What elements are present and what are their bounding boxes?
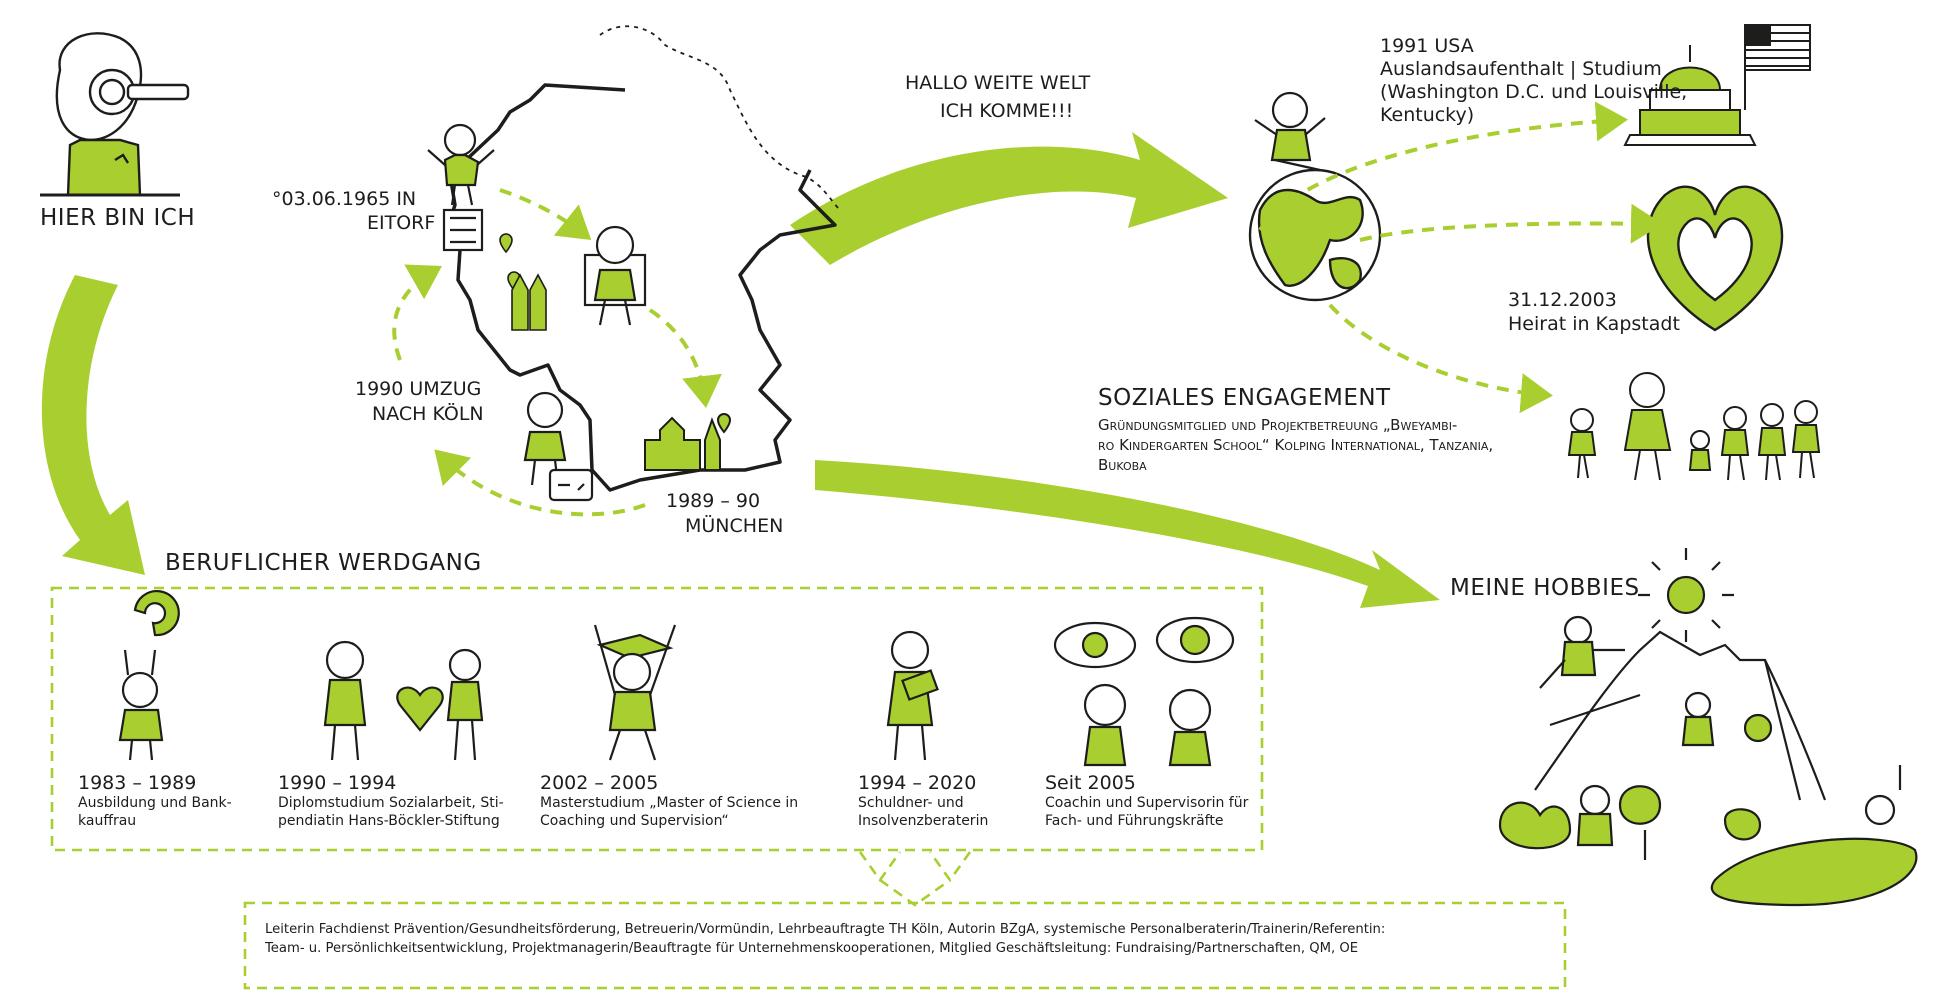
children-group-figures [1567,372,1821,481]
career-year-4: 1994 – 2020 [858,772,977,794]
career-box [50,586,1567,990]
arrow-to-world [790,132,1228,265]
arrow-to-hobbies [815,460,1440,608]
social-line3: Bukoba [1098,456,1147,474]
birth-place: EITORF [367,212,436,234]
cologne-figure-suitcase [523,391,594,502]
denmark-border [599,25,841,211]
germany-route [392,188,722,517]
wedding-place: Heirat in Kapstadt [1508,313,1680,335]
career-item-1: 1983 – 1989 Ausbildung und Bank- kauffra… [78,772,232,830]
munich-years: 1989 – 90 [666,490,761,512]
career-desc-1a: Ausbildung und Bank- [78,795,232,811]
career-desc-2a: Diplomstudium Sozialarbeit, Sti- [278,795,504,811]
munich-building-icon [644,413,732,471]
usa-text: 1991 USA Auslandsaufenthalt | Studium (W… [1380,35,1687,127]
traveler-figure [1254,91,1326,172]
career-title: BERUFLICHER WERDGANG [165,550,482,576]
wedding-text: 31.12.2003 Heirat in Kapstadt [1508,288,1680,336]
career-desc-4a: Schuldner- und [858,795,964,811]
career-summary-line1: Leiterin Fachdienst Prävention/Gesundhei… [265,922,1386,937]
career-desc-5a: Coachin und Supervisorin für [1045,795,1249,811]
munich-girl-figure [583,225,647,326]
usa-line4: Kentucky) [1380,104,1475,126]
capitol-icon [1623,45,1757,146]
career-figure-debt [886,630,939,761]
move-cologne-line2: NACH KÖLN [372,403,484,425]
career-summary-line2: Team- u. Persönlichkeitsentwicklung, Pro… [265,941,1359,956]
world-line1: HALLO WEITE WELT [905,72,1091,94]
world-arrows [1258,101,1663,414]
hiker-figure [1681,691,1773,747]
social-text: Gründungsmitglied und Projektbetreuung „… [1098,415,1493,475]
world-line2: ICH KOMME!!! [940,100,1074,122]
career-figure-bank [118,590,180,761]
social-title: SOZIALES ENGAGEMENT [1098,385,1391,411]
career-item-2: 1990 – 1994 Diplomstudium Sozialarbeit, … [278,772,504,830]
move-cologne-line1: 1990 UMZUG [355,378,482,400]
career-item-4: 1994 – 2020 Schuldner- und Insolvenzbera… [858,772,988,830]
career-figure-social [323,640,484,761]
career-item-3: 2002 – 2005 Masterstudium „Master of Sci… [540,772,798,830]
career-year-5: Seit 2005 [1045,772,1136,794]
social-line2: ro Kindergarten School“ Kolping Internat… [1098,436,1494,454]
birth-figure [427,123,495,252]
career-year-3: 2002 – 2005 [540,772,659,794]
career-desc-3a: Masterstudium „Master of Science in [540,795,799,811]
career-desc-4b: Insolvenzberaterin [858,813,989,829]
career-summary: Leiterin Fachdienst Prävention/Gesundhei… [265,920,1385,958]
usa-line3: (Washington D.C. und Louisville, [1380,81,1688,103]
germany-map [443,83,837,492]
self-portrait-figure [40,32,190,197]
career-figure-coach [1053,616,1235,767]
munich-city: MÜNCHEN [685,515,784,537]
globe-icon [1248,168,1382,302]
usa-line2: Auslandsaufenthalt | Studium [1380,58,1662,80]
garden-scene [1498,784,1762,860]
sun-icon [1638,548,1734,642]
career-item-5: Seit 2005 Coachin und Supervisorin für F… [1045,772,1248,830]
usa-line1: 1991 USA [1380,35,1474,57]
career-year-2: 1990 – 1994 [278,772,397,794]
career-desc-5b: Fach- und Führungskräfte [1045,813,1224,829]
career-desc-3b: Coaching und Supervision“ [540,813,729,829]
hobbies-title: MEINE HOBBIES [1450,575,1640,601]
social-line1: Gründungsmitglied und Projektbetreuung „… [1098,416,1458,434]
lake-swimmer [1710,765,1918,907]
usa-flag-icon [1744,24,1811,110]
mountain-scene [1534,630,1827,801]
wedding-date: 31.12.2003 [1508,289,1617,311]
intro-title: HIER BIN ICH [40,205,196,231]
career-desc-2b: pendiatin Hans-Böckler-Stiftung [278,813,500,829]
birth-date: °03.06.1965 IN [272,188,417,210]
career-desc-1b: kauffrau [78,813,137,829]
cathedral-icon [511,273,547,331]
skier-figure [1539,615,1641,727]
career-figure-graduate [593,624,677,761]
heart-wedding-icon [1646,185,1784,332]
career-year-1: 1983 – 1989 [78,772,197,794]
arrow-to-career [41,275,146,575]
